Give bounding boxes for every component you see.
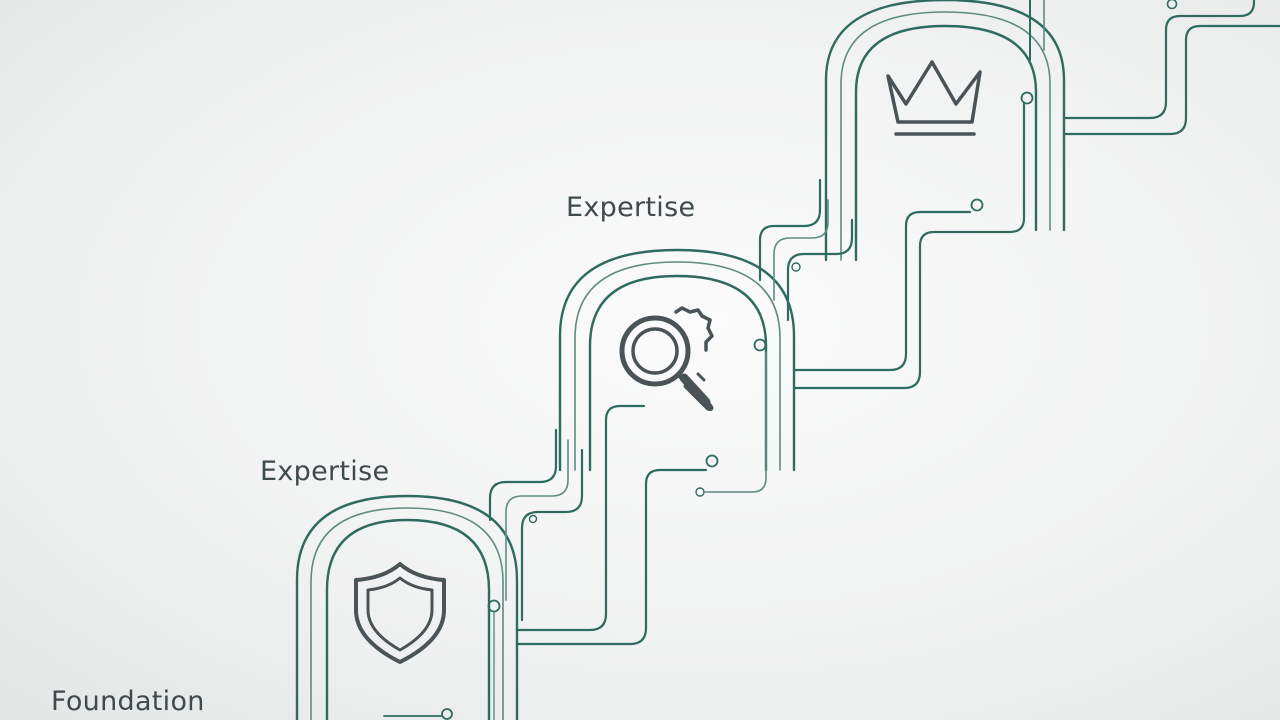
magnifier-gear-icon — [619, 306, 714, 411]
connector-top-right — [1029, 0, 1280, 136]
shield-icon — [354, 562, 446, 664]
middle-step-arch — [558, 248, 796, 472]
connector-foundation — [383, 708, 453, 720]
bottom-step-arch — [295, 494, 519, 720]
connector-bottom-to-middle — [487, 338, 767, 720]
step-label-middle: Expertise — [260, 456, 390, 487]
top-step-arch — [824, 0, 1066, 262]
connector-middle-to-top — [758, 91, 1034, 390]
crown-icon — [886, 60, 982, 136]
step-label-upper: Expertise — [566, 192, 696, 223]
step-label-foundation: Foundation — [51, 686, 205, 717]
